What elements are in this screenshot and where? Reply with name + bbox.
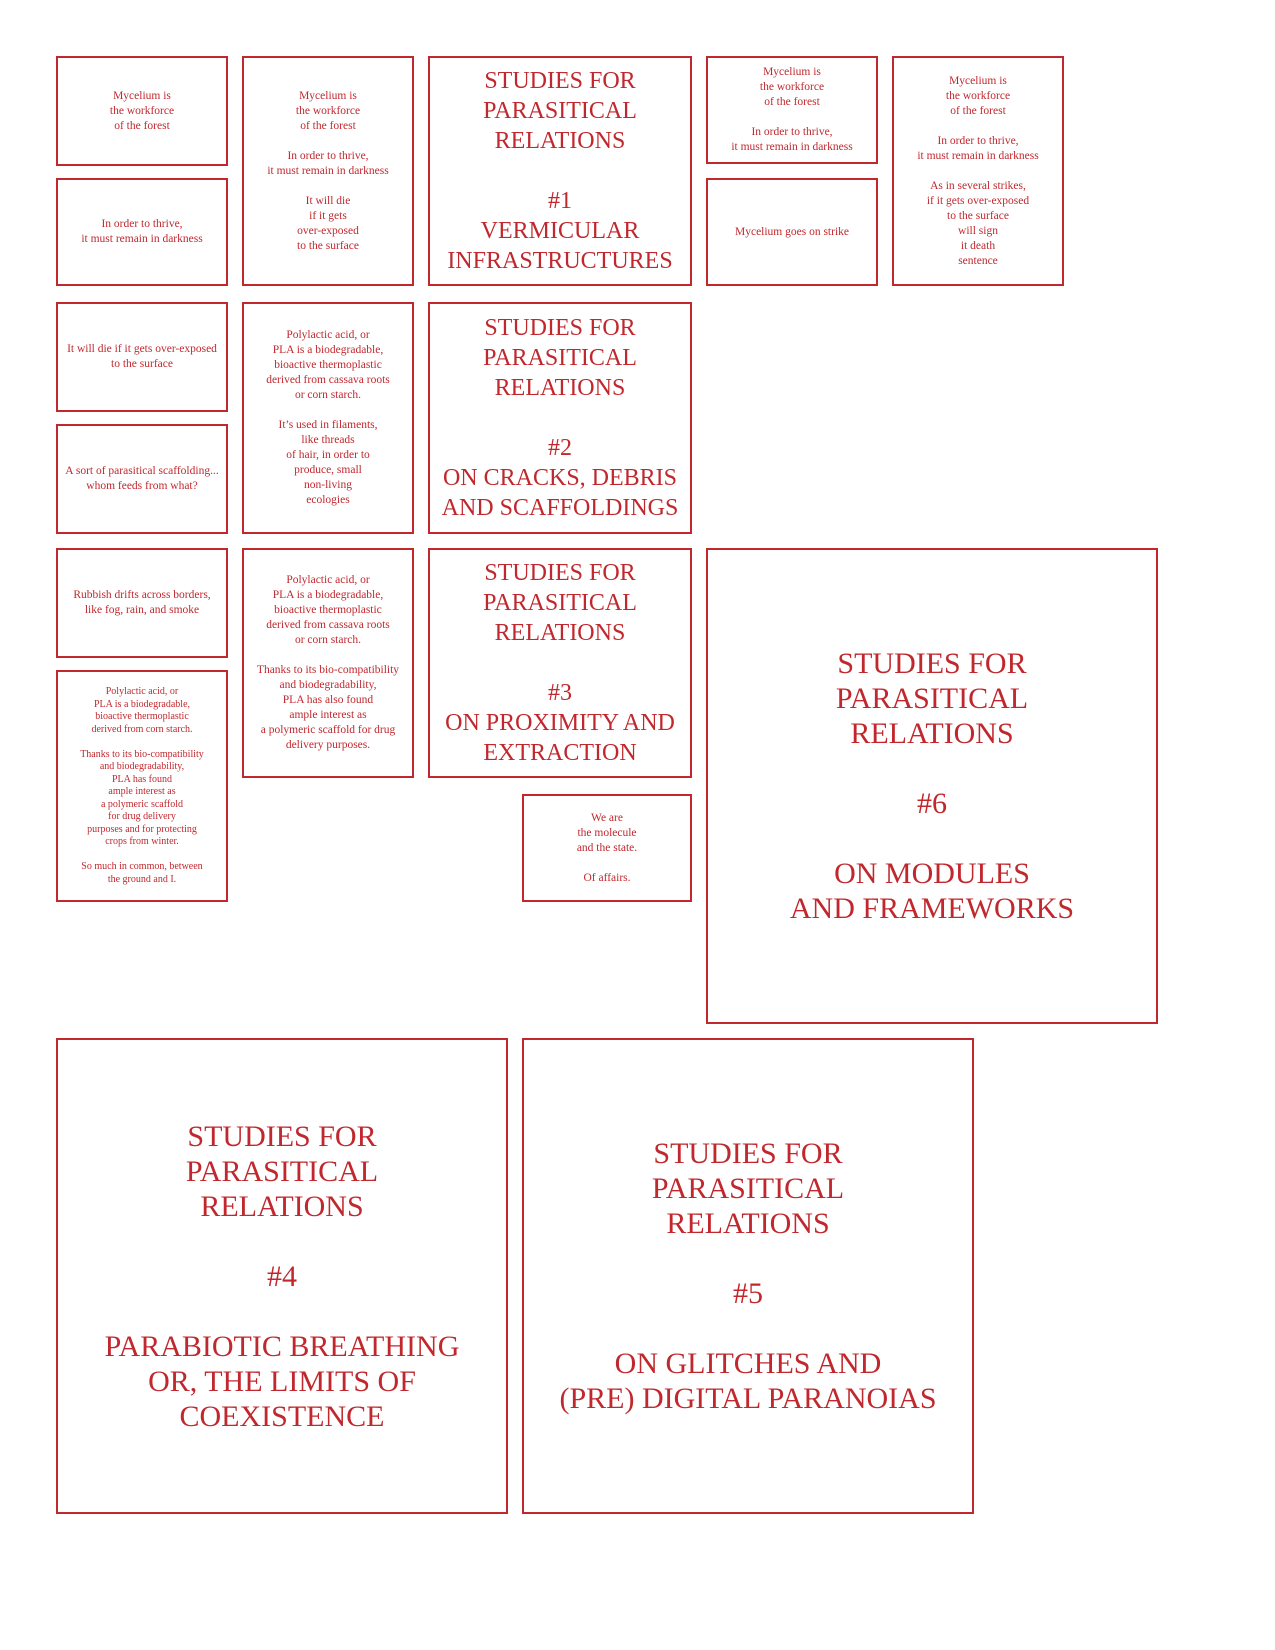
- study-card-1: STUDIES FOR PARASITICAL RELATIONS #1 VER…: [428, 56, 692, 286]
- note-card-scaffolding: A sort of parasitical scaffolding... who…: [56, 424, 228, 534]
- study-card-6: STUDIES FOR PARASITICAL RELATIONS #6 ON …: [706, 548, 1158, 1024]
- note-card-pla-filaments: Polylactic acid, or PLA is a biodegradab…: [242, 302, 414, 534]
- note-card-mycelium-workforce: Mycelium is the workforce of the forest: [56, 56, 228, 166]
- note-card-over-exposed: It will die if it gets over-exposed to t…: [56, 302, 228, 412]
- note-card-strike: Mycelium goes on strike: [706, 178, 878, 286]
- study-card-2: STUDIES FOR PARASITICAL RELATIONS #2 ON …: [428, 302, 692, 534]
- note-card-mycelium-darkness: Mycelium is the workforce of the forest …: [706, 56, 878, 164]
- note-card-darkness: In order to thrive, it must remain in da…: [56, 178, 228, 286]
- note-card-molecule: We are the molecule and the state. Of af…: [522, 794, 692, 902]
- note-card-death-sentence: Mycelium is the workforce of the forest …: [892, 56, 1064, 286]
- study-card-4: STUDIES FOR PARASITICAL RELATIONS #4 PAR…: [56, 1038, 508, 1514]
- study-card-3: STUDIES FOR PARASITICAL RELATIONS #3 ON …: [428, 548, 692, 778]
- note-card-mycelium-full: Mycelium is the workforce of the forest …: [242, 56, 414, 286]
- note-card-rubbish: Rubbish drifts across borders, like fog,…: [56, 548, 228, 658]
- note-card-pla-crops: Polylactic acid, or PLA is a biodegradab…: [56, 670, 228, 902]
- study-card-5: STUDIES FOR PARASITICAL RELATIONS #5 ON …: [522, 1038, 974, 1514]
- note-card-pla-drug-delivery: Polylactic acid, or PLA is a biodegradab…: [242, 548, 414, 778]
